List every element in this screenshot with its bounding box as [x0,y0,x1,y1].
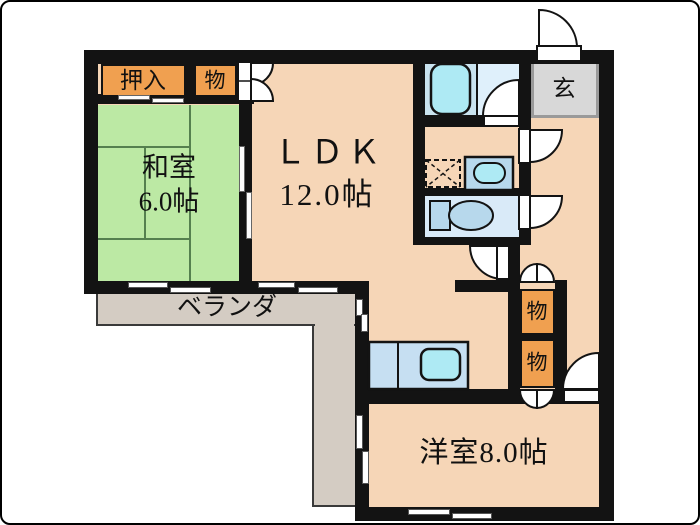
entrance-door-swing-arc [538,8,579,49]
ldk-name-label: ＬＤＫ [273,135,385,172]
wall-toilet-bottom [413,237,520,245]
storage-lower-bifold-right [536,389,556,410]
washing-machine-pan [425,159,461,188]
entrance-door-panel [536,45,582,62]
storage-upper-bifold-right [536,262,556,283]
washing-machine-pan-cross2 [425,159,461,188]
ldk-size-label: 12.0帖 [279,176,375,212]
genkan-area [531,60,599,118]
washitsu-size-label: 6.0帖 [138,186,200,217]
window-ldk-ext-pane1 [356,299,363,316]
bathtub [429,62,472,116]
window-ldk-veranda-pane2 [298,287,338,293]
toilet-door-panel [518,194,531,230]
window-youshitsu-left-pane2 [362,451,369,484]
bath-door-swing-arc [481,78,520,117]
window-youshitsu-bottom-pane1 [408,509,450,515]
washitsu-floor [98,105,239,281]
window-youshitsu-bottom-pane2 [452,513,492,519]
wall-storage-left [508,245,520,392]
fusuma-pane2 [246,192,252,239]
ldk-door-panel [496,245,510,280]
oshiire-label: 押入 [120,68,166,94]
storage-upper-label: 物 [526,299,548,324]
veranda-corner-patch [315,316,354,331]
wall-washroom-toilet [413,188,530,196]
youshitsu-door-swing-arc [561,351,600,390]
tatami-line-vertical-center [144,146,146,240]
fusuma-pane1 [239,146,245,192]
oshiire-closet [101,64,186,97]
youshitsu-label: 洋室8.0帖 [419,437,549,470]
wall-storage-divider [518,332,557,340]
washroom-door-swing-arc [529,129,564,164]
storage-lower-label: 物 [526,350,548,375]
wall-left [84,50,98,294]
storage-upper-bifold-left [518,262,538,283]
storage-top-closet [194,64,237,97]
kitchen-sink [419,347,462,382]
oshiire-slider-pane1 [118,95,150,100]
storage-upper-closet [520,289,555,335]
genkan-label: 玄 [552,76,576,102]
washbasin-bowl [473,162,506,184]
wall-top [84,50,614,64]
tatami-line-vertical-main [189,105,191,281]
washitsu-name-label: 和室 [142,152,196,183]
toilet-door-swing-arc [529,195,564,230]
storage-lower-bifold-left [518,389,538,410]
window-washitsu-veranda-pane2 [170,287,211,293]
veranda-label: ベランダ [176,293,278,321]
toilet-tank [429,200,451,231]
window-washitsu-veranda-pane1 [128,282,168,288]
window-ldk-ext-pane2 [361,314,368,332]
wall-ldk-stub [455,280,520,292]
youshitsu-door-panel [563,389,600,403]
wall-storage-right [555,280,567,392]
window-ldk-veranda-pane1 [258,282,295,288]
window-youshitsu-left-pane1 [356,415,363,449]
storage-lower-closet [520,339,555,388]
storage-top-label: 物 [204,68,226,93]
wall-sanitary-left [413,50,425,245]
oshiire-slider-pane2 [152,98,184,103]
bath-door-panel [483,115,520,127]
toilet-bowl [448,200,494,231]
storage-top-door-arc-lower [250,77,275,102]
veranda-leg [312,324,357,507]
washroom-door-panel [518,128,531,164]
wall-closet-divider [186,57,194,97]
